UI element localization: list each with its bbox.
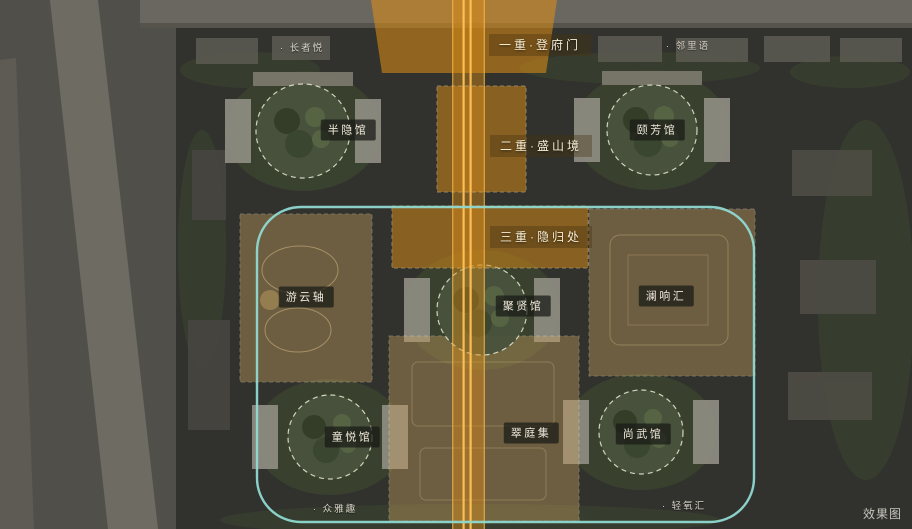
venue-label-juxianguan: 聚贤馆 [495,295,551,317]
watermark: 效果图 [862,507,902,521]
garden-circle [255,83,351,179]
poi-label-zhangzheyue: · 长者悦 [279,43,325,54]
venue-label-cuitingji: 翠庭集 [503,422,559,444]
poi-label-qingyanghui: · 轻氧汇 [661,501,707,512]
axis-label-level1: 一重·登府门 [489,34,591,56]
venue-label-shangwuguan: 尚武馆 [615,423,671,445]
venue-label-lanxianghui: 澜响汇 [638,285,694,307]
venue-label-yifangguan: 颐芳馆 [629,119,685,141]
axis-block-level3 [391,205,589,269]
poi-label-linliyu: · 邻里语 [665,41,711,52]
axis-label-level2: 二重·盛山境 [490,135,592,157]
venue-label-banyinguan: 半隐馆 [320,119,376,141]
orange-axis-overlay [371,0,589,529]
axis-label-level3: 三重·隐归处 [490,226,592,248]
poi-label-zhongyaqu: · 众雅趣 [312,504,358,515]
venue-label-tongyueguan: 童悦馆 [324,426,380,448]
periphery-building-layer [188,36,902,430]
teal-boundary-outline [255,205,756,524]
axis-block-level2 [436,85,527,193]
venue-label-youyunzhou: 游云轴 [278,286,334,308]
garden-circle-layer [255,83,698,480]
